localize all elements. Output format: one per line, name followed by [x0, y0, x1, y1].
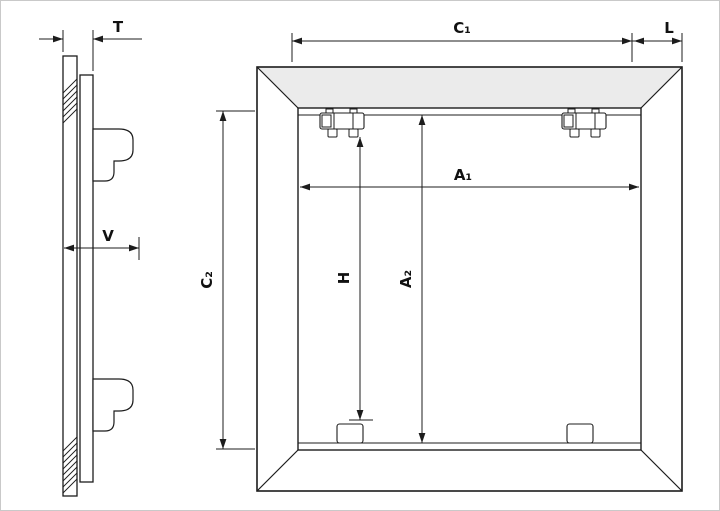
latch-profile-top [92, 128, 134, 182]
latch-detail [321, 114, 332, 128]
dim-label-c1: C₁ [453, 19, 471, 37]
dimension-arrow [629, 183, 639, 191]
dimension-c2: C₂ [198, 110, 255, 450]
wall-hatch-top [62, 78, 78, 124]
wall-profile [62, 55, 78, 497]
hatch-line [62, 78, 78, 94]
latch-foot [590, 128, 601, 138]
hatch-line [62, 454, 78, 470]
dimension-arrow [356, 137, 364, 147]
dimension-arrow [418, 115, 426, 125]
hatch-line [62, 90, 78, 106]
dimension-arrow [292, 37, 302, 45]
dimension-arrow [634, 37, 644, 45]
miter-joint [640, 449, 683, 492]
dimension-arrow [64, 244, 74, 252]
dimension-arrow [93, 35, 103, 43]
dim-label-v: V [102, 227, 114, 245]
hatch-line [62, 442, 78, 458]
dimension-arrow [219, 439, 227, 449]
opening-fill [298, 108, 641, 450]
dimension-arrow [129, 244, 139, 252]
hatch-line [62, 460, 78, 476]
hatch-line [62, 102, 78, 118]
dimension-a1: A₁ [300, 166, 639, 191]
dimension-arrow [53, 35, 63, 43]
miter-joint [640, 66, 683, 109]
clip-bottom-left [336, 423, 364, 444]
dim-label-c2: C₂ [198, 271, 216, 289]
hatch-line [62, 478, 78, 494]
latch-top-left [319, 108, 365, 138]
side-view [62, 55, 134, 497]
dimension-t: T [39, 18, 142, 71]
latch-top-right [561, 108, 607, 138]
hatch-line [62, 108, 78, 124]
latch-foot [348, 128, 359, 138]
dimension-a2: A₂ [397, 115, 426, 443]
front-view [256, 66, 683, 492]
clip-bottom-right [566, 423, 594, 444]
hatch-line [62, 466, 78, 482]
frame-top-shade [257, 67, 682, 108]
panel-profile [79, 74, 94, 483]
latch-detail [563, 114, 574, 128]
miter-joint [256, 449, 299, 492]
latch-profile-bottom [92, 378, 134, 432]
hatch-line [62, 96, 78, 112]
dimension-arrow [622, 37, 632, 45]
dimension-l: L [632, 19, 683, 62]
dimension-h: H [335, 137, 373, 421]
hatch-line [62, 84, 78, 100]
dimension-arrow [219, 111, 227, 121]
frame-inner-edge [297, 107, 642, 451]
dimension-arrow [418, 433, 426, 443]
latch-foot [569, 128, 580, 138]
dim-label-t: T [113, 18, 124, 36]
dim-label-h: H [335, 272, 353, 285]
dimension-arrow [300, 183, 310, 191]
dim-label-l: L [664, 19, 674, 37]
frame-outer-edge [256, 66, 683, 492]
dimension-arrow [356, 410, 364, 420]
hatch-line [62, 472, 78, 488]
dimension-c1: C₁ [291, 19, 633, 62]
hatch-line [62, 448, 78, 464]
dimension-arrow [672, 37, 682, 45]
dim-label-a2: A₂ [397, 270, 415, 288]
latch-foot [327, 128, 338, 138]
wall-hatch-bottom [62, 436, 78, 494]
dimension-v: V [64, 227, 140, 260]
dim-label-a1: A₁ [454, 166, 472, 184]
miter-joint [256, 66, 299, 109]
hatch-line [62, 436, 78, 452]
